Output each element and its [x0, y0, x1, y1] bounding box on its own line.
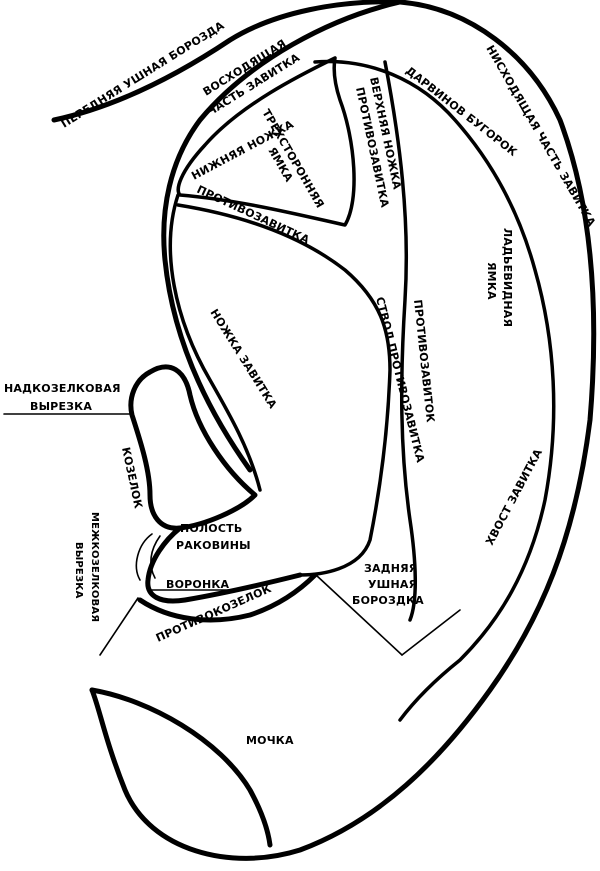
posterior-groove-pointer [315, 574, 403, 656]
label-triangular-fossa-1: ТРЕХСТОРОННЯЯ [259, 107, 326, 210]
label-posterior-groove-3: БОРОЗДКА [352, 594, 424, 607]
funnel-arc-1 [135, 533, 153, 581]
label-antihelix: ПРОТИВОЗАВИТОК [411, 299, 437, 423]
label-funnel: ВОРОНКА [166, 578, 230, 591]
label-scaphoid-fossa-2: ЯМКА [485, 262, 498, 300]
helix-ascending-inner [161, 0, 403, 473]
label-concha-cavity-1: ПОЛОСТЬ [180, 522, 242, 535]
label-intertragic-notch-1: МЕЖКОЗЕЛКОВАЯ [89, 512, 100, 622]
antitragus-outline [137, 572, 318, 623]
label-tragus: КОЗЕЛОК [119, 446, 145, 510]
helix-inner-rim [313, 59, 556, 722]
label-intertragic-notch-2: ВЫРЕЗКА [73, 542, 84, 599]
intertragic-pointer [99, 597, 139, 656]
intertragic-notch-outline [145, 525, 303, 604]
label-scaphoid-fossa-1: ЛАДЬЕВИДНАЯ [501, 228, 514, 327]
label-posterior-groove-2: УШНАЯ [368, 578, 417, 591]
posterior-groove-line [401, 609, 461, 656]
label-concha-cavity-2: РАКОВИНЫ [176, 539, 251, 552]
lobule-inner-outline [89, 687, 273, 848]
label-supratragic-notch-1: НАДКОЗЕЛКОВАЯ [4, 382, 121, 395]
antihelix-line [383, 60, 418, 622]
tragus-outline [128, 364, 258, 531]
label-anterior-auricular-groove: ПЕРЕДНЯЯ УШНАЯ БОРОЗДА [59, 19, 227, 131]
inferior-crus-border [176, 203, 392, 577]
funnel-arc-2 [150, 535, 161, 579]
label-lobule: МОЧКА [246, 734, 294, 747]
helix-outer-outline [51, 0, 597, 861]
triangular-fossa-outline [176, 56, 356, 227]
crus-of-helix-outline [168, 193, 262, 492]
label-posterior-groove-1: ЗАДНЯЯ [364, 562, 417, 575]
label-supratragic-notch-2: ВЫРЕЗКА [30, 400, 92, 413]
